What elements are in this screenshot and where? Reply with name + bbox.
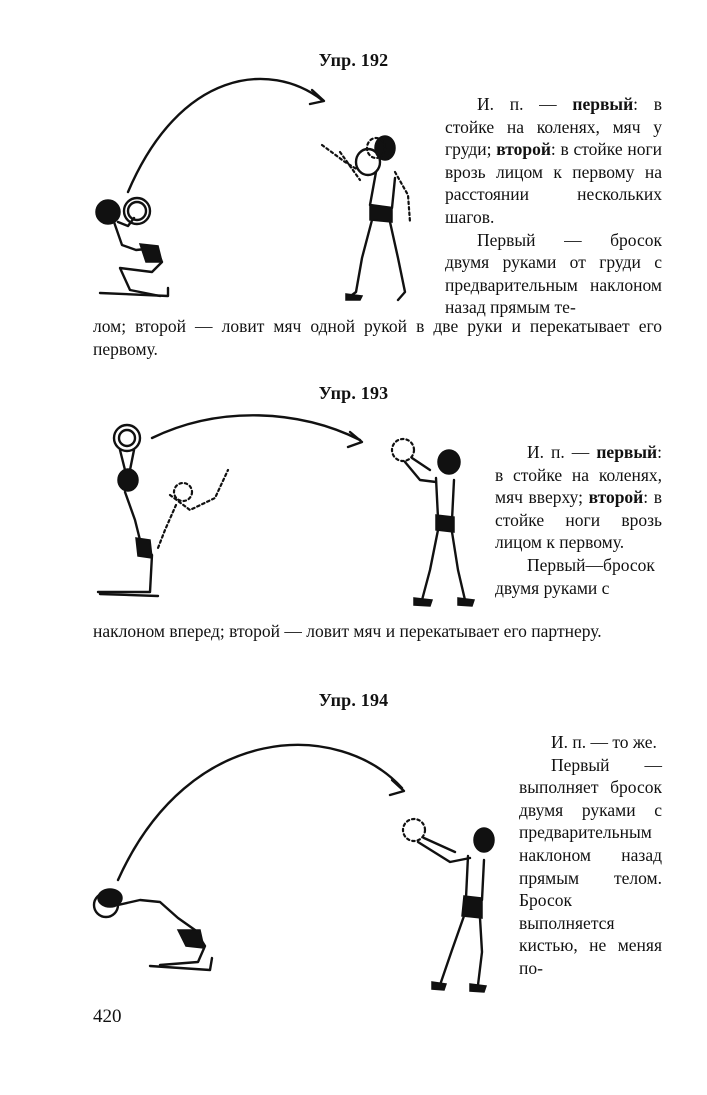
kneeling-thrower-figure (96, 423, 230, 598)
arrow-head (346, 430, 364, 449)
kneeling-thrower-figure (92, 888, 214, 972)
exercise-194-side-text: И. п. — то же. Первый — выполняет бросок… (519, 731, 662, 980)
arrow-head (388, 778, 406, 797)
exercise-192-side-text: И. п. — первый: в стойке на коленях, мяч… (445, 93, 662, 319)
exercise-193-description: Первый—бросок двумя руками с (495, 554, 655, 598)
exercise-194-initial-position: И. п. — то же. (551, 732, 657, 752)
arrow-head (308, 88, 326, 106)
exercise-192-title: Упр. 192 (318, 50, 389, 70)
standing-catcher-figure (401, 817, 495, 993)
exercise-193-continuation: наклоном вперед; второй — ловит мяч и пе… (93, 621, 602, 641)
throw-arc (126, 77, 324, 194)
exercise-193-initial-position: И. п. — первый: в стойке на коленях, мяч… (495, 442, 662, 553)
exercise-194-title: Упр. 194 (318, 690, 389, 710)
exercise-193-title: Упр. 193 (318, 383, 389, 403)
page-number: 420 (93, 1006, 122, 1027)
exercise-194-description: Первый — выполняет бросок двумя руками с… (519, 754, 662, 978)
kneeling-thrower-figure (95, 196, 170, 298)
exercise-192-continuation: лом; второй — ловит мяч одной рукой в дв… (93, 316, 662, 359)
standing-catcher-figure (390, 437, 476, 607)
throw-arc (150, 414, 362, 442)
exercise-192-description: Первый — бросок двумя руками от груди с … (445, 229, 662, 318)
exercise-193-side-text: И. п. — первый: в стойке на коленях, мяч… (495, 441, 662, 599)
exercise-192-initial-position: И. п. — первый: в стойке на коленях, мяч… (445, 94, 662, 227)
throw-arc (116, 743, 404, 882)
standing-catcher-figure (320, 135, 412, 302)
